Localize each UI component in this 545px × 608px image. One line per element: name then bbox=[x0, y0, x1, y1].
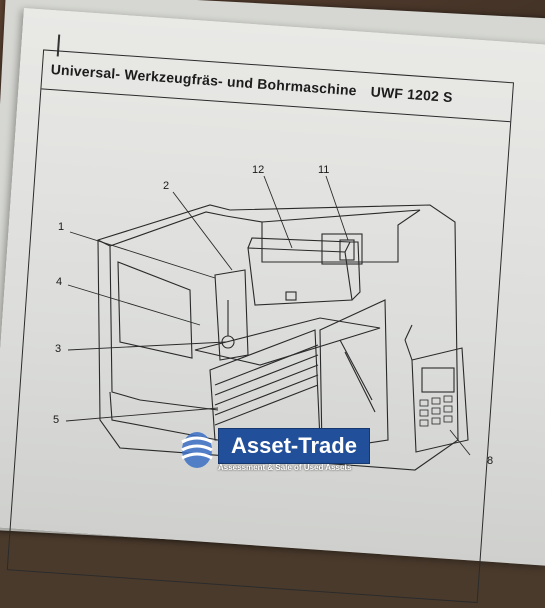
machine-drawing bbox=[65, 175, 471, 471]
callout-5: 5 bbox=[53, 414, 60, 426]
callout-8: 8 bbox=[487, 455, 494, 467]
callout-3: 3 bbox=[55, 343, 62, 355]
callout-11: 11 bbox=[318, 164, 330, 176]
asset-trade-logo-icon bbox=[181, 432, 213, 468]
brand-tagline: Assessment & Sale of Used Assets bbox=[218, 463, 352, 472]
control-screen bbox=[421, 367, 455, 393]
callout-2: 2 bbox=[163, 180, 170, 192]
callout-1: 1 bbox=[58, 221, 65, 233]
left-window bbox=[117, 261, 193, 359]
control-panel bbox=[411, 347, 469, 453]
worktable bbox=[194, 317, 381, 366]
brand-name: Asset-Trade bbox=[231, 433, 357, 458]
callout-4: 4 bbox=[56, 276, 63, 288]
enclosure-outline bbox=[97, 204, 459, 471]
right-door bbox=[319, 299, 389, 451]
spindle-head bbox=[247, 247, 353, 306]
callout-12: 12 bbox=[252, 164, 265, 176]
motor-unit bbox=[321, 233, 363, 265]
brand-box: Asset-Trade bbox=[218, 428, 370, 464]
